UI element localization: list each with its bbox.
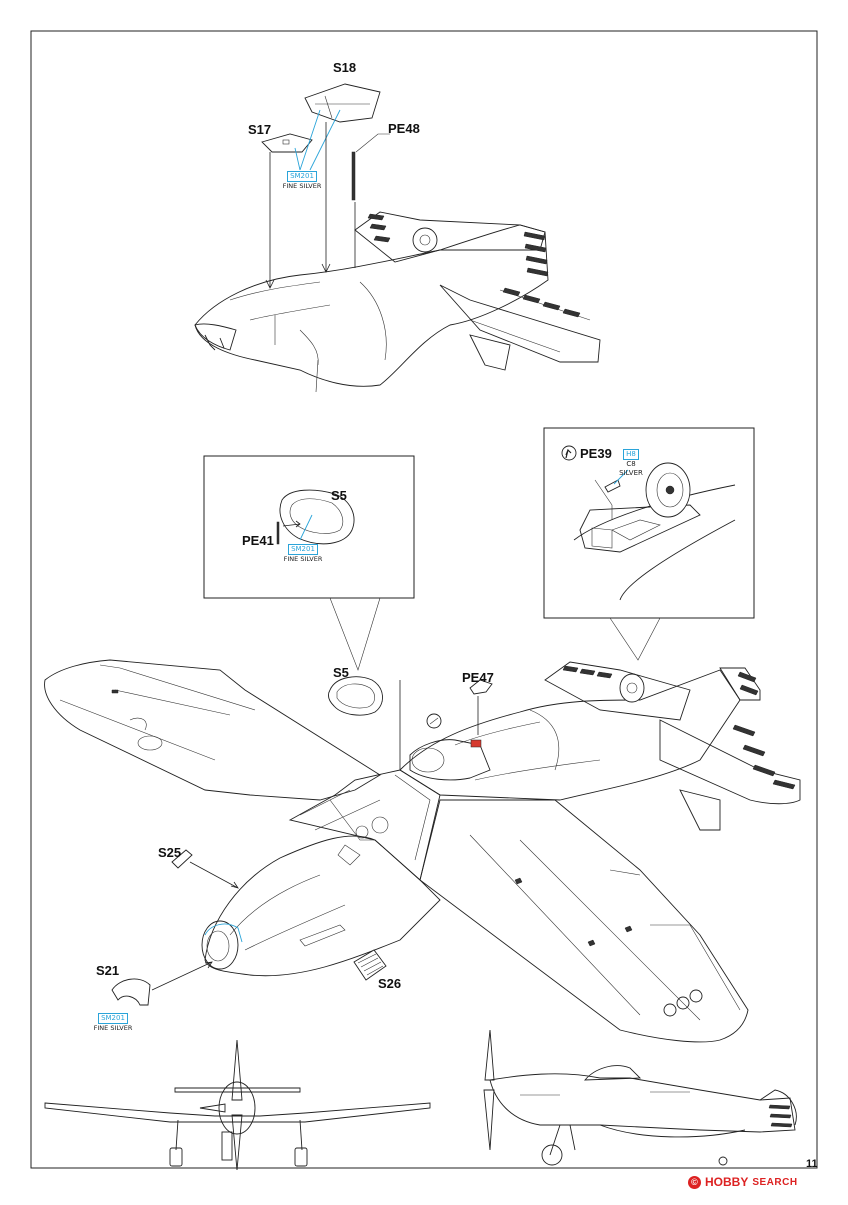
main-fuselage-nose [204, 835, 441, 977]
part-s26 [353, 949, 387, 981]
front-view [44, 1039, 431, 1171]
side-propeller [483, 1029, 495, 1151]
detail-box-pe39 [543, 427, 755, 661]
top-tailplane [439, 284, 601, 363]
side-view [483, 1029, 797, 1166]
pe47-location-marker [470, 739, 482, 748]
part-s17 [261, 133, 313, 153]
paint-name: FINE SILVER [283, 555, 323, 563]
main-wheel [619, 673, 645, 703]
label-s25: S25 [158, 845, 182, 860]
paint-code: SM201 [98, 1013, 128, 1024]
paint-code: SM201 [288, 544, 318, 555]
arrow-s17 [265, 152, 275, 289]
part-pe47 [469, 679, 493, 695]
top-wheel [412, 227, 438, 253]
front-right-wheel [294, 1147, 308, 1167]
label-s26: S26 [378, 976, 402, 991]
paint-code: SM201 [287, 171, 317, 182]
main-fuselage-center [399, 669, 741, 801]
part-pe39 [604, 479, 621, 493]
label-s5-detail: S5 [331, 488, 347, 503]
main-tail-fin [679, 789, 721, 831]
watermark: © HOBBY SEARCH [688, 1173, 798, 1191]
part-pe48 [351, 151, 356, 201]
main-right-wing [419, 799, 749, 1043]
label-s18: S18 [333, 60, 357, 75]
part-s21 [111, 978, 151, 1006]
front-wing [44, 1102, 431, 1123]
top-wing [354, 211, 546, 263]
main-left-tailplane [544, 661, 691, 721]
part-s25 [171, 849, 193, 869]
side-fuselage [489, 1073, 796, 1133]
paint-callout-detail: SM201 FINE SILVER [281, 541, 325, 564]
front-tailplane [174, 1087, 301, 1093]
copyright-icon: © [688, 1175, 701, 1189]
watermark-suffix: SEARCH [752, 1176, 798, 1188]
paint-callout-s21: SM201 FINE SILVER [91, 1010, 135, 1033]
detail-frame-s5 [203, 455, 415, 599]
main-aircraft [44, 659, 801, 1043]
detail-box-s5 [203, 455, 415, 671]
part-pe41 [276, 521, 280, 545]
paint-callout-top: SM201 FINE SILVER [280, 168, 324, 191]
part-s18 [304, 83, 381, 123]
front-propeller [199, 1039, 243, 1171]
paint-callout-gear: H8 C8 SILVER [616, 446, 646, 478]
paint-name: FINE SILVER [93, 1024, 133, 1032]
spinner-opening [201, 920, 239, 970]
side-tail-fin [759, 1089, 797, 1126]
paint-name: SILVER [619, 469, 643, 477]
front-fuselage [218, 1081, 256, 1135]
label-s17: S17 [248, 122, 272, 137]
arrow-s25 [189, 861, 239, 889]
part-s5-detail [279, 489, 355, 545]
gear-bay [579, 504, 701, 553]
top-tail-fin [469, 334, 511, 371]
page-border [30, 30, 818, 1169]
label-pe47: PE47 [462, 670, 494, 685]
main-left-wing [44, 659, 381, 801]
side-wheel [541, 1144, 563, 1166]
page-number: 11 [806, 1158, 818, 1170]
label-pe39: PE39 [580, 446, 612, 461]
paint-code: H8 [623, 449, 639, 460]
label-pe41: PE41 [242, 533, 274, 548]
part-s5-main [327, 676, 383, 716]
label-s21: S21 [96, 963, 120, 978]
detail-frame-pe39 [543, 427, 755, 619]
top-fuselage-assembly [194, 83, 601, 393]
main-cockpit [288, 769, 441, 881]
watermark-brand: HOBBY [705, 1175, 749, 1189]
main-right-tailplane [659, 719, 801, 805]
arrow-s21 [151, 961, 213, 991]
label-pe48: PE48 [388, 121, 420, 136]
side-tail-wheel [718, 1156, 728, 1166]
rotate-part-icon [561, 445, 577, 461]
top-fuselage [194, 224, 549, 387]
label-s5-main: S5 [333, 665, 349, 680]
front-left-wheel [169, 1147, 183, 1167]
main-intake [409, 739, 491, 781]
side-canopy [584, 1065, 642, 1081]
paint-code-secondary: C8 [626, 460, 636, 468]
paint-name: FINE SILVER [282, 182, 322, 190]
